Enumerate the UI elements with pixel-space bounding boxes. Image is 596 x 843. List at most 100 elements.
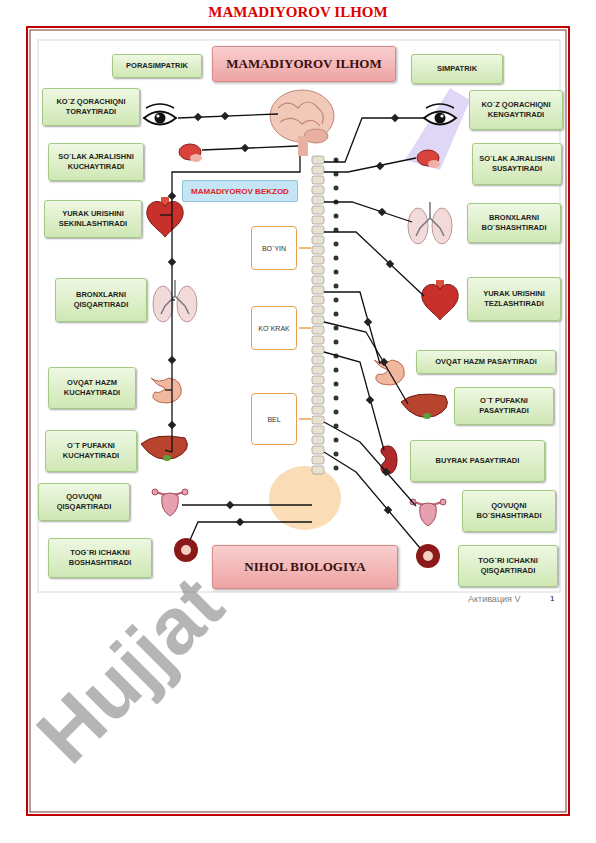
bladder-icon — [410, 499, 446, 526]
region-box: BO`YIN — [251, 226, 297, 270]
ganglion — [226, 501, 234, 509]
ganglion — [194, 113, 202, 121]
bladder-icon — [152, 489, 188, 516]
salivary-gland-icon — [417, 150, 440, 168]
nerve-line — [160, 214, 172, 215]
effect-box: QOVUQNI BO`SHASHTIRADI — [462, 490, 556, 532]
liver-icon — [401, 394, 447, 419]
ganglion — [378, 208, 386, 216]
pelvis — [269, 466, 341, 530]
stomach-icon — [151, 378, 181, 403]
eye-icon — [144, 104, 176, 125]
lungs-icon — [408, 202, 452, 244]
box-text: QOVUQNI QISQARTIRADI — [43, 492, 125, 512]
effect-box: YURAK URISHINI SEKINLASHTIRADI — [44, 200, 142, 238]
lungs-icon — [153, 280, 197, 322]
brain-icon — [270, 90, 334, 143]
name-box: MAMADIYOROV BEKZOD — [182, 180, 298, 202]
box-text: QOVUQNI BO`SHASHTIRADI — [467, 501, 551, 521]
box-text: NIHOL BIOLOGIYA — [244, 559, 365, 575]
salivary-gland-icon — [179, 144, 202, 162]
ganglion — [168, 192, 176, 200]
effect-box: KO`Z QORACHIQNI KENGAYTIRADI — [469, 90, 563, 130]
nerve-line — [165, 389, 172, 390]
nerve-line — [324, 232, 424, 296]
box-text: O`T PUFAKNI PASAYTIRADI — [459, 396, 549, 416]
effect-box: SO`LAK AJRALISHNI KUCHAYTIRADI — [48, 143, 144, 181]
box-text: KO`Z QORACHIQNI KENGAYTIRADI — [474, 100, 558, 120]
ganglion — [168, 421, 176, 429]
ganglion — [391, 114, 399, 122]
nerve-line — [324, 158, 416, 172]
heart-icon — [422, 280, 458, 320]
region-bracket — [299, 247, 311, 249]
effect-box: PORASIMPATRIK — [112, 54, 202, 78]
box-text: BRONXLARNI BO`SHASHTIRADI — [472, 213, 556, 233]
ganglion — [382, 468, 390, 476]
brainstem — [298, 136, 308, 156]
nerve-line — [172, 156, 300, 452]
box-text: MAMADIYOROV ILHOM — [226, 56, 381, 72]
region-box: BEL — [251, 393, 297, 445]
nerve-line — [172, 299, 175, 300]
system-watermark: Активация V — [468, 594, 520, 604]
box-text: OVQAT HAZM KUCHAYTIRADI — [53, 378, 131, 398]
box-text: BRONXLARNI QISQARTIRADI — [60, 290, 142, 310]
nerve-line — [324, 452, 420, 548]
nerve-line — [324, 202, 412, 222]
ganglion-chain — [334, 158, 339, 471]
page-number: 1 — [550, 594, 554, 603]
effect-box: TOG`RI ICHAKNI QISQARTIRADI — [458, 545, 558, 587]
rectum-icon — [174, 538, 198, 562]
effect-box: OVQAT HAZM PASAYTIRADI — [416, 350, 556, 374]
box-text: BO`YIN — [262, 245, 286, 252]
box-text: YURAK URISHINI TEZLASHTIRADI — [472, 289, 556, 309]
ganglion — [221, 112, 229, 120]
effect-box: KO`Z QORACHIQNI TORAYTIRADI — [42, 88, 140, 126]
region-bracket — [299, 418, 311, 420]
box-text: OVQAT HAZM PASAYTIRADI — [435, 357, 537, 367]
nerve-line — [165, 450, 172, 452]
box-text: MAMADIYOROV BEKZOD — [191, 187, 289, 196]
ganglion — [236, 518, 244, 526]
box-text: KO`KRAK — [258, 325, 290, 332]
nerve-line — [324, 322, 408, 404]
nerve-line — [324, 118, 424, 162]
heart-icon — [147, 197, 183, 237]
region-bracket — [299, 327, 311, 329]
effect-box: BRONXLARNI QISQARTIRADI — [55, 278, 147, 322]
spine — [312, 156, 324, 474]
ganglion — [168, 258, 176, 266]
ganglion — [241, 144, 249, 152]
ganglion — [384, 506, 392, 514]
box-text: TOG`RI ICHAKNI BOSHASHTIRADI — [53, 548, 147, 568]
effect-box: BRONXLARNI BO`SHASHTIRADI — [467, 203, 561, 243]
effect-box: SIMPATRIK — [411, 54, 503, 84]
effect-box: SO`LAK AJRALISHNI SUSAYTIRADI — [472, 143, 562, 185]
ganglion — [168, 356, 176, 364]
box-text: KO`Z QORACHIQNI TORAYTIRADI — [47, 97, 135, 117]
heading-box: MAMADIYOROV ILHOM — [212, 46, 396, 82]
box-text: YURAK URISHINI SEKINLASHTIRADI — [49, 209, 137, 229]
ganglion — [380, 358, 388, 366]
box-text: TOG`RI ICHAKNI QISQARTIRADI — [463, 556, 553, 576]
region-box: KO`KRAK — [251, 306, 297, 350]
ganglion — [376, 162, 384, 170]
box-text: BEL — [267, 416, 280, 423]
effect-box: O`T PUFAKNI KUCHAYTIRADI — [45, 430, 137, 472]
box-text: SO`LAK AJRALISHNI KUCHAYTIRADI — [53, 152, 139, 172]
box-text: O`T PUFAKNI KUCHAYTIRADI — [50, 441, 132, 461]
eye-icon — [424, 104, 456, 125]
nerve-line — [202, 146, 298, 150]
kidney-icon — [381, 446, 397, 474]
box-text: PORASIMPATRIK — [126, 61, 188, 71]
effect-box: BUYRAK PASAYTIRADI — [410, 440, 545, 482]
effect-box: YURAK URISHINI TEZLASHTIRADI — [467, 277, 561, 321]
liver-icon — [141, 436, 187, 461]
nerve-line — [182, 504, 312, 505]
ganglion — [364, 318, 372, 326]
nerve-line — [324, 352, 384, 450]
ganglion — [366, 396, 374, 404]
box-text: SO`LAK AJRALISHNI SUSAYTIRADI — [477, 154, 557, 174]
